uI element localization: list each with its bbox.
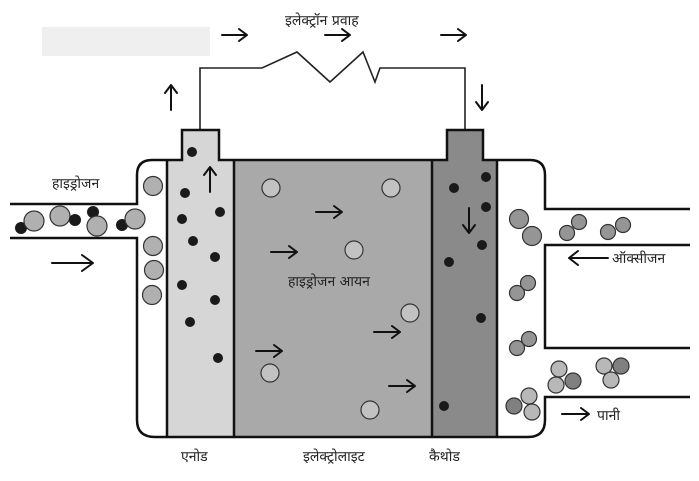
- circuit-wire: [199, 50, 466, 130]
- particle: [477, 240, 487, 250]
- particle: [185, 317, 195, 327]
- particle: [141, 284, 163, 306]
- particle: [210, 295, 220, 305]
- water-molecules: [505, 357, 630, 421]
- particle: [180, 188, 190, 198]
- particle: [612, 357, 630, 375]
- particle: [69, 214, 81, 226]
- particle: [260, 363, 280, 383]
- particle: [564, 372, 582, 390]
- particle: [481, 202, 491, 212]
- right-arrow-icon: [373, 325, 401, 339]
- particle: [381, 178, 401, 198]
- particle: [215, 207, 225, 217]
- right-arrow-icon: [315, 205, 343, 219]
- anode-electrons: [177, 147, 225, 363]
- particle: [519, 274, 537, 292]
- particle: [360, 400, 380, 420]
- particle: [508, 284, 526, 302]
- electrolyte-label: इलेक्ट्रोलाइट: [303, 448, 366, 465]
- redacted-box: [42, 27, 210, 56]
- particle: [439, 401, 449, 411]
- particle: [481, 172, 491, 182]
- cathode-down-arrow-icon: [462, 207, 476, 234]
- particle: [49, 205, 71, 227]
- anode-label: एनोड: [181, 448, 208, 465]
- particle: [523, 403, 541, 421]
- right-arrow-icon: [388, 379, 416, 393]
- anode-up-arrow-icon: [203, 166, 217, 193]
- down-arrow-icon: [475, 84, 489, 111]
- water-label: पानी: [597, 407, 620, 424]
- particle: [602, 371, 620, 389]
- particle: [210, 252, 220, 262]
- cell-housing: [10, 128, 690, 439]
- right-arrow-icon: [324, 28, 351, 42]
- external-circuit: [199, 50, 466, 130]
- anode-terminal: [182, 130, 219, 162]
- particle: [508, 208, 530, 230]
- particle: [143, 259, 165, 281]
- ion-flow-arrows: [255, 205, 416, 393]
- cathode-label: कैथोड: [429, 448, 460, 465]
- particle: [86, 215, 108, 237]
- particle: [177, 214, 187, 224]
- particle: [177, 280, 187, 290]
- oxygen-label: ऑक्सीजन: [612, 250, 665, 267]
- cathode-layer: [432, 160, 497, 437]
- particle: [508, 339, 526, 357]
- right-arrow-icon: [440, 28, 467, 42]
- particle: [520, 330, 538, 348]
- particle: [570, 213, 588, 231]
- up-arrow-icon: [164, 84, 178, 111]
- particle: [558, 224, 576, 242]
- cathode-electrons: [439, 172, 491, 411]
- hydrogen-ions: [260, 178, 420, 420]
- water-outlet-arrow-icon: [561, 407, 590, 421]
- anode-layer: [167, 160, 234, 437]
- hydrogen-ions-label: हाइड्रोजन आयन: [288, 273, 370, 290]
- particle: [521, 225, 543, 247]
- right-arrow-icon: [270, 245, 298, 259]
- electrolyte-layer: [234, 160, 432, 437]
- particle: [614, 216, 632, 234]
- particle: [142, 235, 164, 257]
- oxygen-inlet-arrow-icon: [568, 250, 609, 266]
- particle: [599, 223, 617, 241]
- particle: [444, 257, 454, 267]
- particle: [142, 175, 164, 197]
- cathode-terminal: [447, 130, 483, 162]
- particle: [505, 397, 523, 415]
- particle: [547, 376, 565, 394]
- particle: [476, 313, 486, 323]
- particle: [187, 147, 197, 157]
- electron-flow-label: इलेक्ट्रॉन प्रवाह: [285, 12, 359, 29]
- particle: [520, 387, 538, 405]
- particle: [124, 208, 146, 230]
- particle: [87, 206, 99, 218]
- electron-flow-arrows: [164, 28, 489, 111]
- particle: [213, 353, 223, 363]
- particle: [449, 183, 459, 193]
- oxygen-molecules: [508, 208, 632, 357]
- particle: [400, 303, 420, 323]
- particle: [344, 240, 364, 260]
- particle: [550, 360, 568, 378]
- hydrogen-molecules: [15, 175, 165, 306]
- hydrogen-label: हाइड्रोजन: [52, 175, 99, 192]
- hydrogen-inlet-arrow-icon: [51, 254, 94, 272]
- particle: [15, 222, 27, 234]
- right-arrow-icon: [221, 28, 248, 42]
- particle: [261, 178, 281, 198]
- particle: [23, 210, 45, 232]
- particle: [188, 236, 198, 246]
- right-arrow-icon: [255, 344, 283, 358]
- particle: [595, 357, 613, 375]
